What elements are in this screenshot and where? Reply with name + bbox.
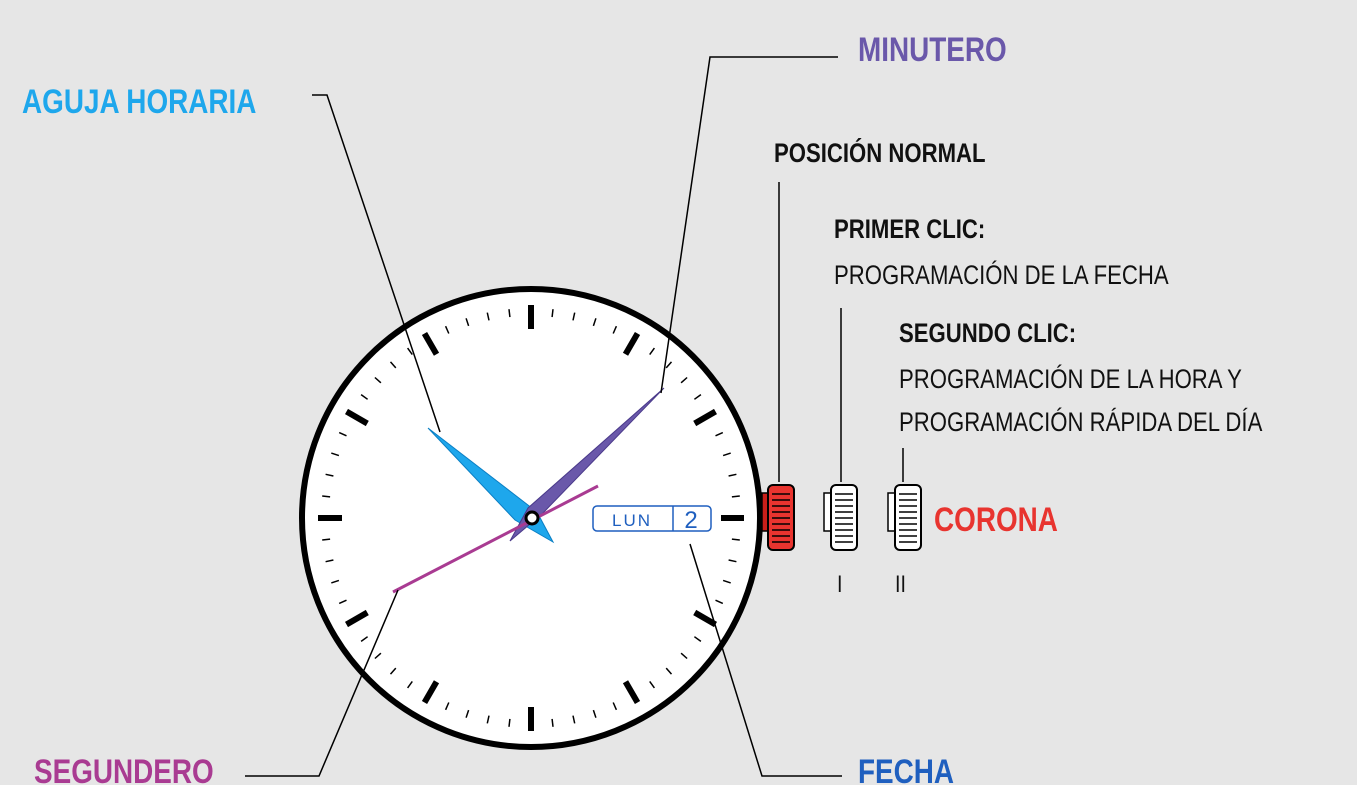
minute-marker [406, 347, 413, 356]
crown-position-2-label: II [895, 571, 906, 598]
hour-marker [345, 609, 369, 628]
minute-marker [360, 393, 369, 400]
minute-marker [374, 652, 382, 660]
second-click-title: SEGUNDO CLIC: [899, 318, 1077, 348]
minute-marker [325, 473, 334, 477]
minute-marker [612, 325, 618, 334]
minute-marker [728, 473, 737, 477]
minute-marker [572, 312, 576, 321]
minute-marker [551, 718, 554, 727]
minute-marker [665, 667, 673, 675]
minute-marker [551, 309, 554, 318]
minute-marker [592, 318, 597, 327]
minute-marker [649, 680, 656, 689]
minute-marker [465, 318, 470, 327]
minute-marker [508, 309, 511, 318]
dial-ticks [318, 305, 744, 731]
hour-marker [693, 408, 717, 427]
hour-marker [693, 609, 717, 628]
minute-marker [508, 718, 511, 727]
minute-marker [680, 376, 688, 384]
minute-marker [465, 709, 470, 718]
minute-marker [444, 325, 450, 334]
minute-marker [722, 452, 731, 457]
leader-hour-hand [312, 94, 441, 433]
crown-normal-position [761, 484, 795, 551]
second-hand-label: SEGUNDERO [34, 753, 214, 785]
leader-second-hand [245, 589, 399, 777]
minute-hand-label: MINUTERO [858, 31, 1007, 69]
minute-marker [715, 599, 724, 605]
normal-position-label: POSICIÓN NORMAL [774, 138, 986, 168]
hour-hand-label: AGUJA HORARIA [22, 83, 257, 121]
minute-marker [572, 715, 576, 724]
minute-marker [649, 347, 656, 356]
minute-marker [693, 393, 702, 400]
minute-marker [406, 680, 413, 689]
minute-marker [665, 361, 673, 369]
minute-marker [389, 361, 397, 369]
hour-marker [622, 680, 641, 704]
minute-hand [509, 387, 665, 542]
minute-marker [374, 376, 382, 384]
minute-marker [322, 538, 331, 541]
minute-marker [731, 495, 740, 498]
hour-marker [622, 332, 641, 356]
minute-marker [338, 431, 347, 437]
crown-second-click [887, 484, 922, 551]
date-window-day: LUN [612, 511, 652, 530]
minute-marker [486, 715, 490, 724]
minute-marker [722, 579, 731, 584]
hand-pin [524, 510, 540, 526]
date-label: FECHA [858, 753, 955, 785]
minute-marker [325, 559, 334, 563]
minute-marker [444, 702, 450, 711]
date-window-date: 2 [684, 507, 697, 534]
first-click-description: PROGRAMACIÓN DE LA FECHA [834, 260, 1169, 290]
minute-marker [715, 431, 724, 437]
minute-marker [360, 636, 369, 643]
hour-marker [421, 332, 440, 356]
crown-label: CORONA [934, 501, 1058, 539]
crown-position-1-label: I [837, 571, 843, 598]
second-click-description-line1: PROGRAMACIÓN DE LA HORA Y [899, 364, 1242, 394]
minute-marker [680, 652, 688, 660]
minute-marker [728, 559, 737, 563]
minute-marker [331, 452, 340, 457]
hour-marker [345, 408, 369, 427]
minute-marker [389, 667, 397, 675]
crown-first-click [823, 484, 858, 551]
minute-marker [612, 702, 618, 711]
minute-marker [693, 636, 702, 643]
hour-marker [421, 680, 440, 704]
leader-date [689, 543, 842, 777]
first-click-title: PRIMER CLIC: [834, 214, 986, 244]
second-hand [392, 484, 599, 594]
minute-marker [322, 495, 331, 498]
minute-marker [331, 579, 340, 584]
minute-marker [592, 709, 597, 718]
minute-marker [731, 538, 740, 541]
date-window: LUN 2 [592, 505, 712, 534]
minute-marker [338, 599, 347, 605]
hour-hand [427, 427, 555, 544]
minute-marker [486, 312, 490, 321]
second-click-description-line2: PROGRAMACIÓN RÁPIDA DEL DÍA [899, 407, 1263, 437]
leader-minute-hand [660, 56, 838, 394]
